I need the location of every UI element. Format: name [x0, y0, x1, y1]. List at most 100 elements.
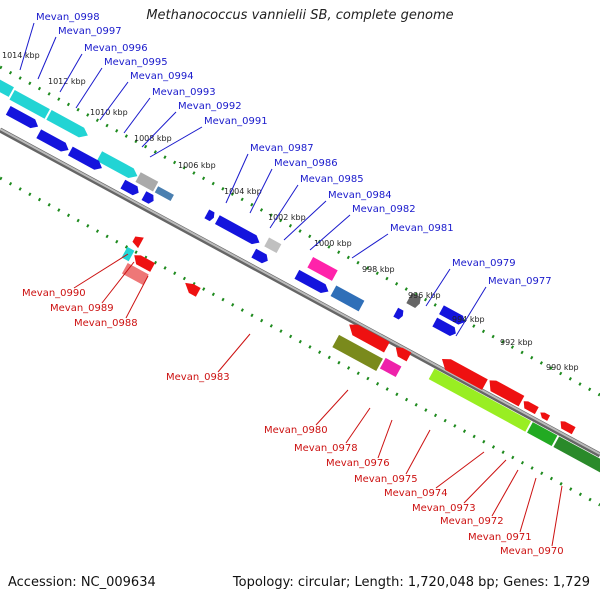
- gene-label[interactable]: Mevan_0993: [152, 87, 216, 98]
- label-leader: [455, 286, 487, 337]
- gene-arrow[interactable]: [214, 215, 262, 247]
- gene-label[interactable]: Mevan_0973: [412, 503, 476, 514]
- tick-track-upper: [0, 65, 600, 397]
- gene-arrow[interactable]: [204, 209, 216, 223]
- gene-block[interactable]: [0, 71, 14, 97]
- gene-label[interactable]: Mevan_0976: [326, 458, 390, 469]
- gene-label[interactable]: Mevan_0998: [36, 12, 100, 23]
- gene-label[interactable]: Mevan_0988: [74, 318, 138, 329]
- gene-arrow[interactable]: [96, 151, 140, 181]
- label-leader: [463, 459, 507, 504]
- gene-label[interactable]: Mevan_0989: [50, 303, 114, 314]
- gene-block[interactable]: [428, 368, 532, 432]
- gene-arrow[interactable]: [5, 105, 41, 131]
- gene-label[interactable]: Mevan_0970: [500, 546, 564, 557]
- gene-arrow[interactable]: [521, 399, 539, 415]
- label-leader: [283, 200, 327, 241]
- gene-arrow[interactable]: [538, 411, 551, 421]
- kbp-label: 1004 kbp: [224, 187, 262, 196]
- gene-label[interactable]: Mevan_0983: [166, 372, 230, 383]
- label-leader: [377, 419, 393, 459]
- gene-label[interactable]: Mevan_0986: [274, 158, 338, 169]
- gene-label[interactable]: Mevan_0987: [250, 143, 314, 154]
- forward-gene-labels: Mevan_0998Mevan_0997Mevan_0996Mevan_0995…: [19, 12, 552, 337]
- label-leader: [141, 111, 177, 148]
- label-leader: [519, 477, 537, 533]
- gene-label[interactable]: Mevan_0974: [384, 488, 448, 499]
- gene-arrow[interactable]: [294, 269, 330, 296]
- gene-label[interactable]: Mevan_0997: [58, 26, 122, 37]
- kbp-label: 998 kbp: [362, 265, 395, 274]
- gene-arrow[interactable]: [485, 378, 525, 407]
- gene-label[interactable]: Mevan_0985: [300, 174, 364, 185]
- gene-arrow[interactable]: [131, 234, 144, 249]
- gene-block[interactable]: [332, 334, 383, 372]
- gene-block[interactable]: [330, 285, 365, 312]
- gene-label[interactable]: Mevan_0991: [204, 116, 268, 127]
- gene-label[interactable]: Mevan_0980: [264, 425, 328, 436]
- label-leader: [99, 81, 129, 121]
- gene-arrow[interactable]: [251, 248, 270, 265]
- map-title: Methanococcus vannielii SB, complete gen…: [146, 8, 454, 23]
- label-leader: [425, 268, 451, 307]
- gene-label[interactable]: Mevan_0981: [390, 223, 454, 234]
- label-leader: [225, 153, 249, 204]
- gene-arrow[interactable]: [36, 129, 71, 154]
- gene-arrow[interactable]: [392, 345, 412, 362]
- gene-label[interactable]: Mevan_0979: [452, 258, 516, 269]
- gene-label[interactable]: Mevan_0996: [84, 43, 148, 54]
- gene-arrow[interactable]: [558, 420, 576, 435]
- gene-label[interactable]: Mevan_0992: [178, 101, 242, 112]
- gene-arrow[interactable]: [432, 317, 458, 338]
- gene-label[interactable]: Mevan_0982: [352, 204, 416, 215]
- kbp-label: 1010 kbp: [90, 108, 128, 117]
- gene-label[interactable]: Mevan_0984: [328, 190, 392, 201]
- label-leader: [75, 67, 103, 109]
- gene-arrow[interactable]: [438, 355, 488, 390]
- genome-backbone: [0, 127, 600, 458]
- gene-arrow[interactable]: [406, 292, 422, 309]
- kbp-label: 1008 kbp: [134, 134, 172, 143]
- gene-arrow[interactable]: [439, 305, 467, 326]
- reverse-strand-features: [121, 234, 600, 473]
- gene-arrow[interactable]: [141, 191, 156, 205]
- gene-arrow[interactable]: [393, 307, 405, 321]
- kbp-label: 992 kbp: [500, 338, 533, 347]
- gene-block[interactable]: [9, 89, 50, 119]
- gene-arrow[interactable]: [120, 179, 141, 197]
- gene-block[interactable]: [135, 172, 159, 192]
- reverse-gene-labels: Mevan_0990Mevan_0989Mevan_0988Mevan_0983…: [22, 253, 564, 557]
- label-leader: [315, 389, 349, 426]
- gene-arrow[interactable]: [67, 146, 104, 173]
- gene-label[interactable]: Mevan_0994: [130, 71, 194, 82]
- gene-block[interactable]: [379, 357, 402, 378]
- gene-block[interactable]: [527, 422, 558, 447]
- accession-text: Accession: NC_009634: [8, 575, 156, 590]
- gene-arrow[interactable]: [345, 321, 390, 353]
- gene-block[interactable]: [307, 256, 338, 281]
- label-leader: [19, 22, 35, 71]
- label-leader: [123, 97, 151, 134]
- gene-block[interactable]: [264, 237, 282, 254]
- gene-arrow[interactable]: [182, 280, 201, 297]
- gene-label[interactable]: Mevan_0977: [488, 276, 552, 287]
- gene-label[interactable]: Mevan_0990: [22, 288, 86, 299]
- gene-arrow[interactable]: [46, 110, 90, 141]
- label-leader: [125, 275, 149, 319]
- gene-label[interactable]: Mevan_0978: [294, 443, 358, 454]
- gene-label[interactable]: Mevan_0971: [468, 532, 532, 543]
- kbp-label: 1000 kbp: [314, 239, 352, 248]
- tick-track-lower: [0, 176, 600, 507]
- gene-arrow[interactable]: [131, 253, 155, 272]
- label-leader: [59, 53, 83, 93]
- gene-label[interactable]: Mevan_0975: [354, 474, 418, 485]
- gene-block[interactable]: [553, 436, 600, 473]
- label-leader: [345, 407, 371, 444]
- gene-label[interactable]: Mevan_0995: [104, 57, 168, 68]
- label-leader: [37, 36, 57, 80]
- gene-block[interactable]: [154, 186, 174, 201]
- gene-label[interactable]: Mevan_0972: [440, 516, 504, 527]
- kbp-label: 996 kbp: [408, 291, 441, 300]
